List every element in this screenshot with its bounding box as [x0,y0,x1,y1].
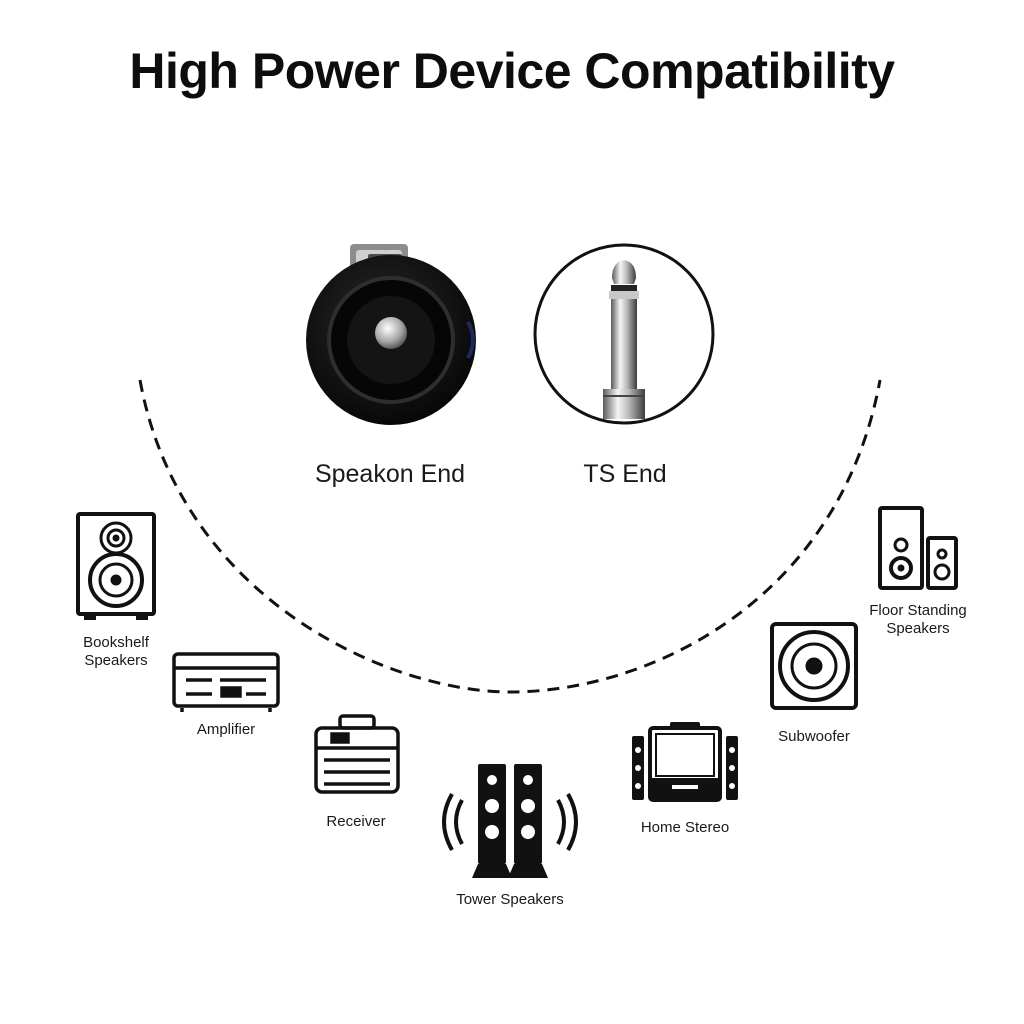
tower-speakers-icon [442,764,578,878]
floor-standing-label-line2: Speakers [886,620,950,637]
page-title: High Power Device Compatibility [129,43,895,99]
home-stereo-label: Home Stereo [640,819,730,836]
tower-speakers-label: Tower Speakers [456,891,564,908]
bookshelf-speakers-label: Bookshelf Speakers [56,634,176,670]
floor-standing-speakers-label: Floor Standing Speakers [852,602,984,638]
bookshelf-speaker-icon [76,512,156,620]
bookshelf-label-line1: Bookshelf [83,634,149,651]
floor-standing-speakers-icon [878,506,958,590]
ts-end-label: TS End [583,460,667,488]
subwoofer-icon [770,622,858,710]
home-stereo-icon [632,722,738,802]
speakon-end-label: Speakon End [314,460,466,488]
subwoofer-label: Subwoofer [778,728,850,745]
dashed-arc [138,379,882,694]
receiver-icon [314,714,400,794]
speakon-connector-icon [306,244,476,425]
amplifier-label: Amplifier [196,721,256,738]
floor-standing-label-line1: Floor Standing [869,602,967,619]
amplifier-icon [172,652,280,712]
ts-plug-icon [533,243,715,425]
bookshelf-label-line2: Speakers [84,652,148,669]
receiver-label: Receiver [326,813,386,830]
